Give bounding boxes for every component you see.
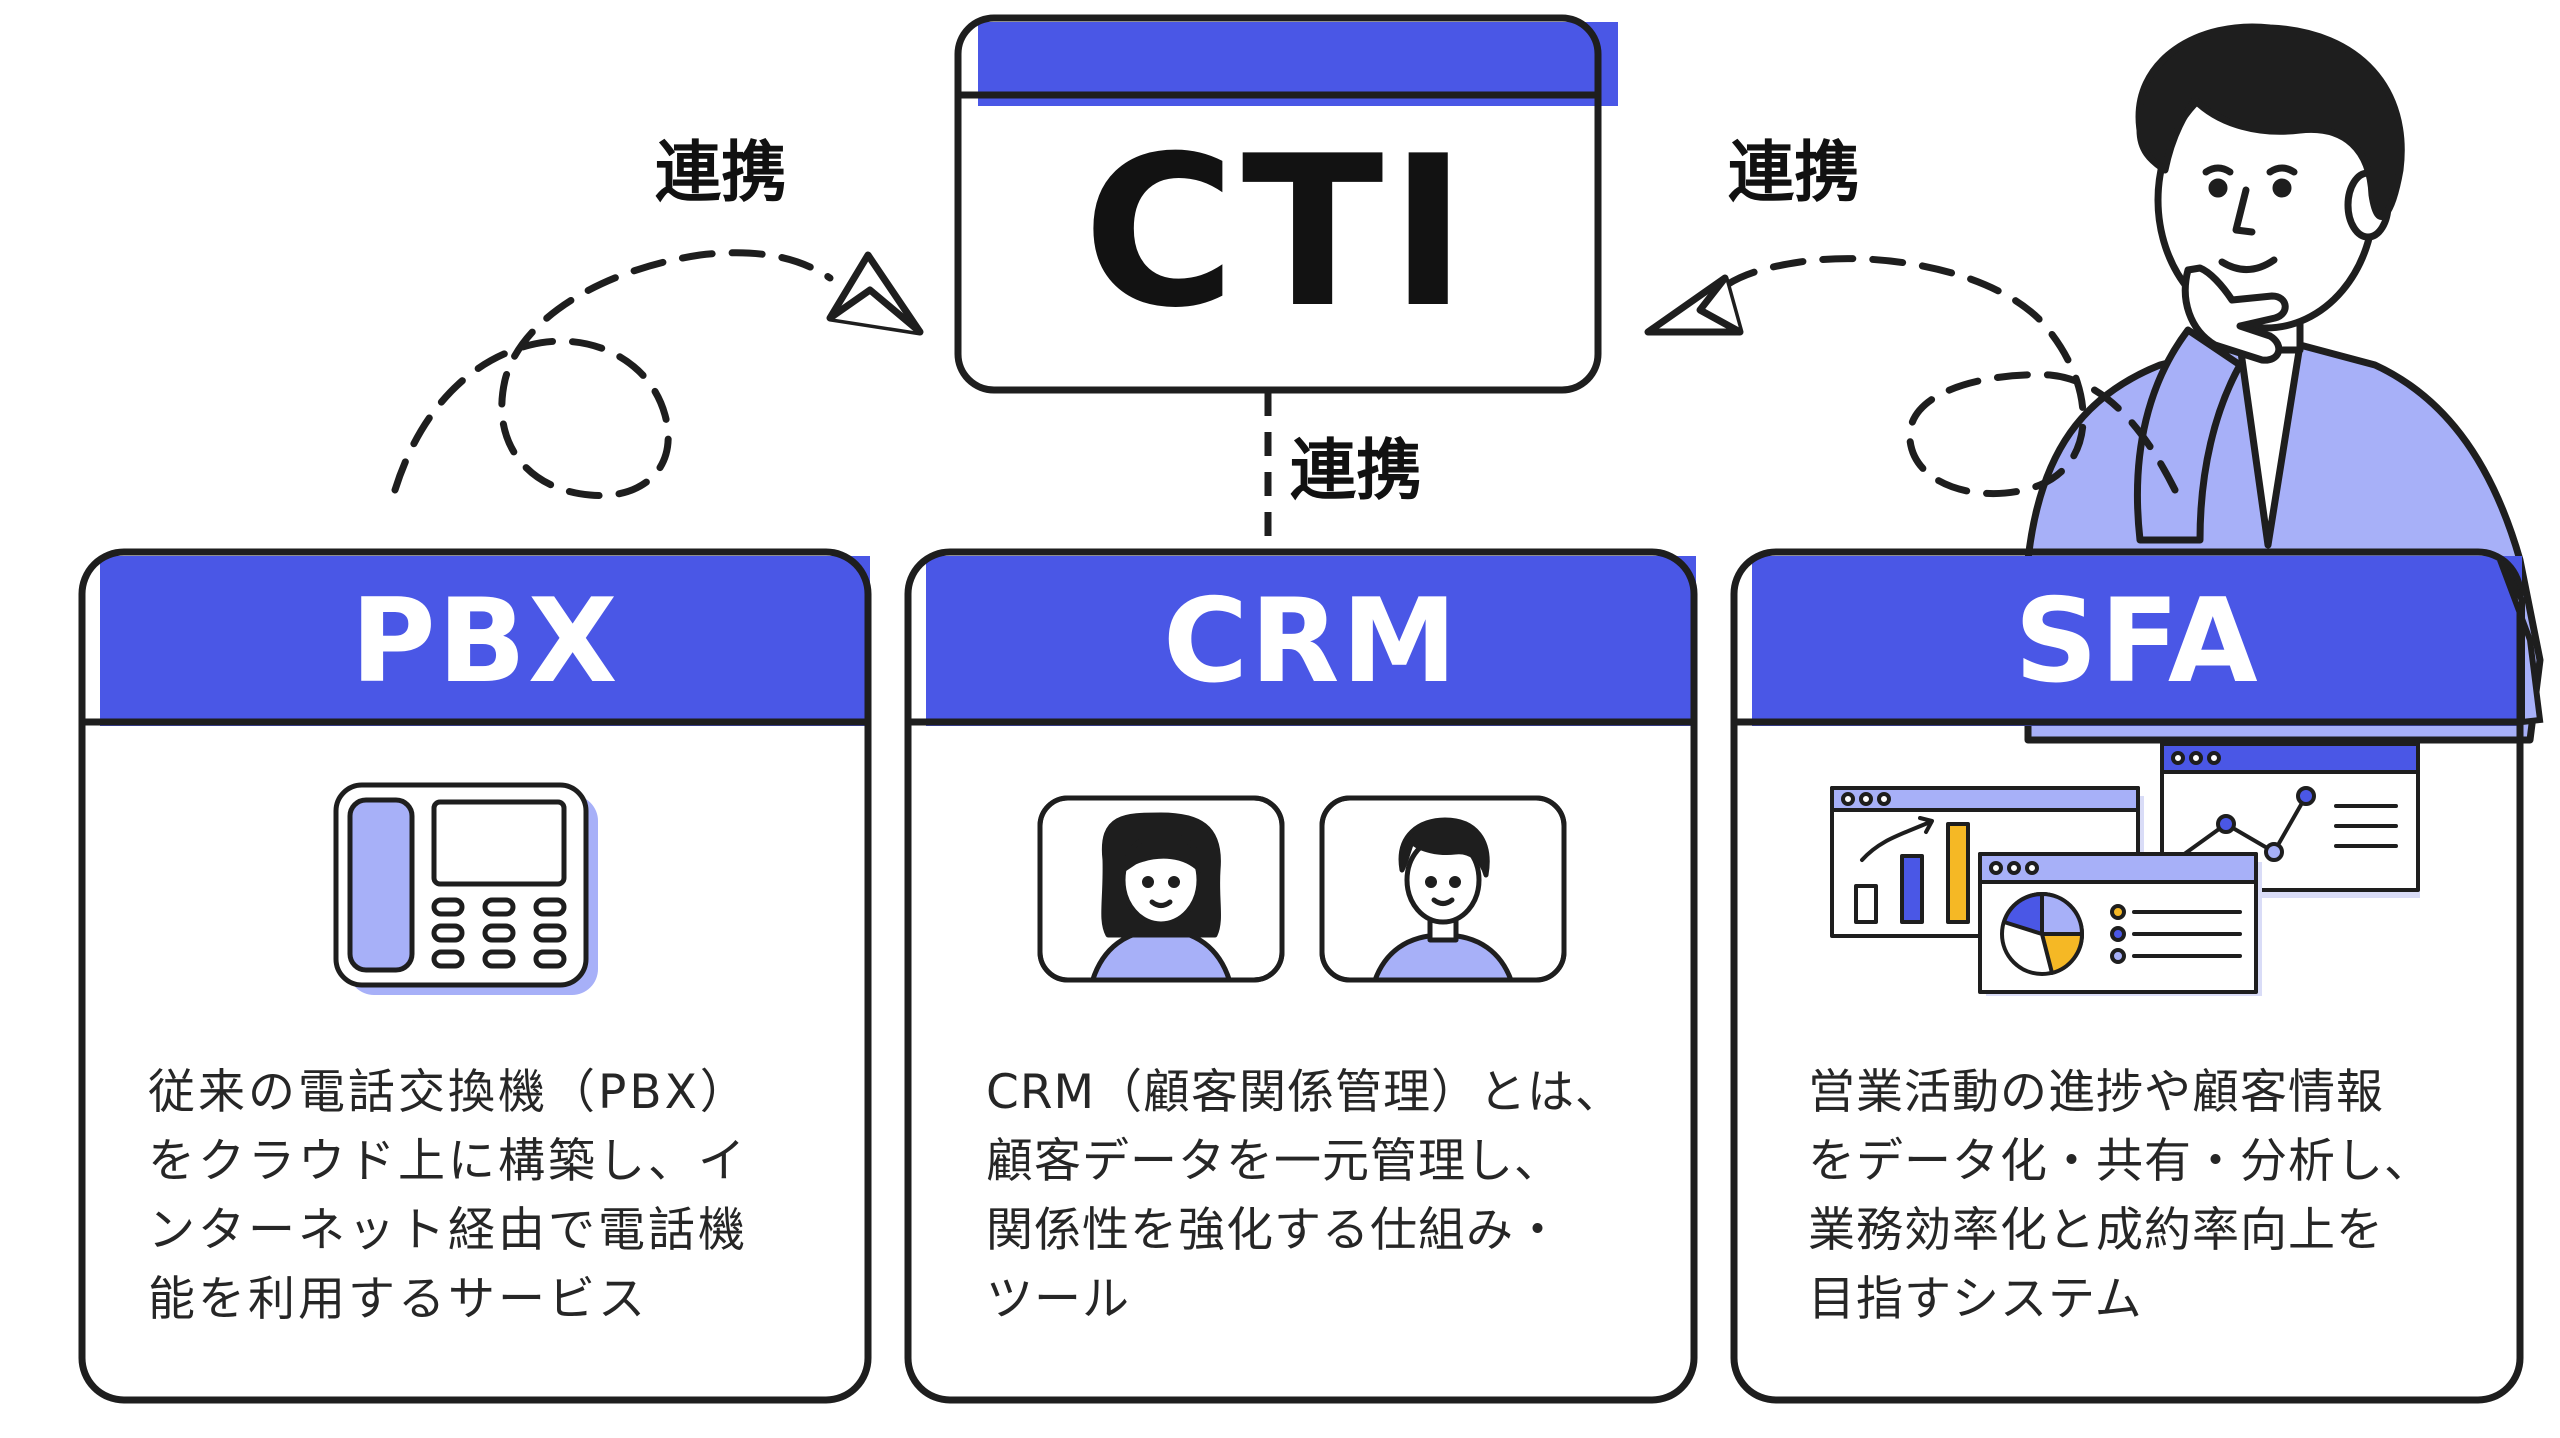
cti-box bbox=[954, 14, 1618, 394]
sfa-card bbox=[1730, 548, 2524, 1404]
crm-card-description: CRM（顧客関係管理）とは、 顧客データを一元管理し、 関係性を強化する仕組み・… bbox=[986, 1058, 1646, 1334]
crm-description-line: 顧客データを一元管理し、 bbox=[986, 1134, 1562, 1189]
crm-description-line: 関係性を強化する仕組み・ bbox=[986, 1203, 1562, 1258]
left-paper-plane-path bbox=[391, 249, 834, 500]
pbx-card-description: 従来の電話交換機（PBX） をクラウド上に構築し、イ ンターネット経由で電話機 … bbox=[148, 1058, 808, 1334]
pbx-description-line: 従来の電話交換機（PBX） bbox=[148, 1065, 750, 1120]
cti-title: CTI bbox=[1083, 112, 1473, 354]
desk-phone-icon bbox=[333, 782, 598, 995]
link-label-left: 連携 bbox=[655, 134, 787, 211]
sfa-description-line: 営業活動の進捗や顧客情報 bbox=[1808, 1065, 2384, 1120]
person-arm-overlap bbox=[2497, 558, 2544, 726]
sfa-description-line: 業務効率化と成約率向上を bbox=[1808, 1203, 2384, 1258]
crm-card bbox=[904, 548, 1698, 1404]
customer-profiles-icon bbox=[1037, 795, 1567, 983]
left-paper-plane-icon bbox=[826, 251, 924, 336]
crm-description-line: ツール bbox=[986, 1272, 1130, 1327]
sfa-description-line: をデータ化・共有・分析し、 bbox=[1808, 1134, 2432, 1189]
pbx-description-line: をクラウド上に構築し、イ bbox=[148, 1134, 748, 1189]
sfa-card-title: SFA bbox=[2014, 573, 2260, 709]
pie-chart-window bbox=[1978, 852, 2262, 996]
sfa-card-description: 営業活動の進捗や顧客情報 をデータ化・共有・分析し、 業務効率化と成約率向上を … bbox=[1808, 1058, 2468, 1334]
female-customer-avatar bbox=[1037, 795, 1285, 983]
crm-card-title: CRM bbox=[1163, 573, 1459, 709]
pbx-card bbox=[78, 548, 872, 1404]
sfa-description-line: 目指すシステム bbox=[1808, 1272, 2143, 1327]
crm-description-line: CRM（顧客関係管理）とは、 bbox=[986, 1065, 1624, 1120]
right-paper-plane-path bbox=[1721, 255, 2179, 498]
link-label-center: 連携 bbox=[1290, 432, 1422, 509]
pbx-description-line: 能を利用するサービス bbox=[148, 1272, 648, 1327]
pbx-description-line: ンターネット経由で電話機 bbox=[148, 1203, 748, 1258]
right-paper-plane-icon bbox=[1644, 274, 1744, 336]
link-label-right: 連携 bbox=[1728, 134, 1860, 211]
analytics-dashboard-icon bbox=[1830, 742, 2420, 996]
male-customer-avatar bbox=[1319, 795, 1567, 983]
pbx-card-title: PBX bbox=[350, 573, 620, 709]
